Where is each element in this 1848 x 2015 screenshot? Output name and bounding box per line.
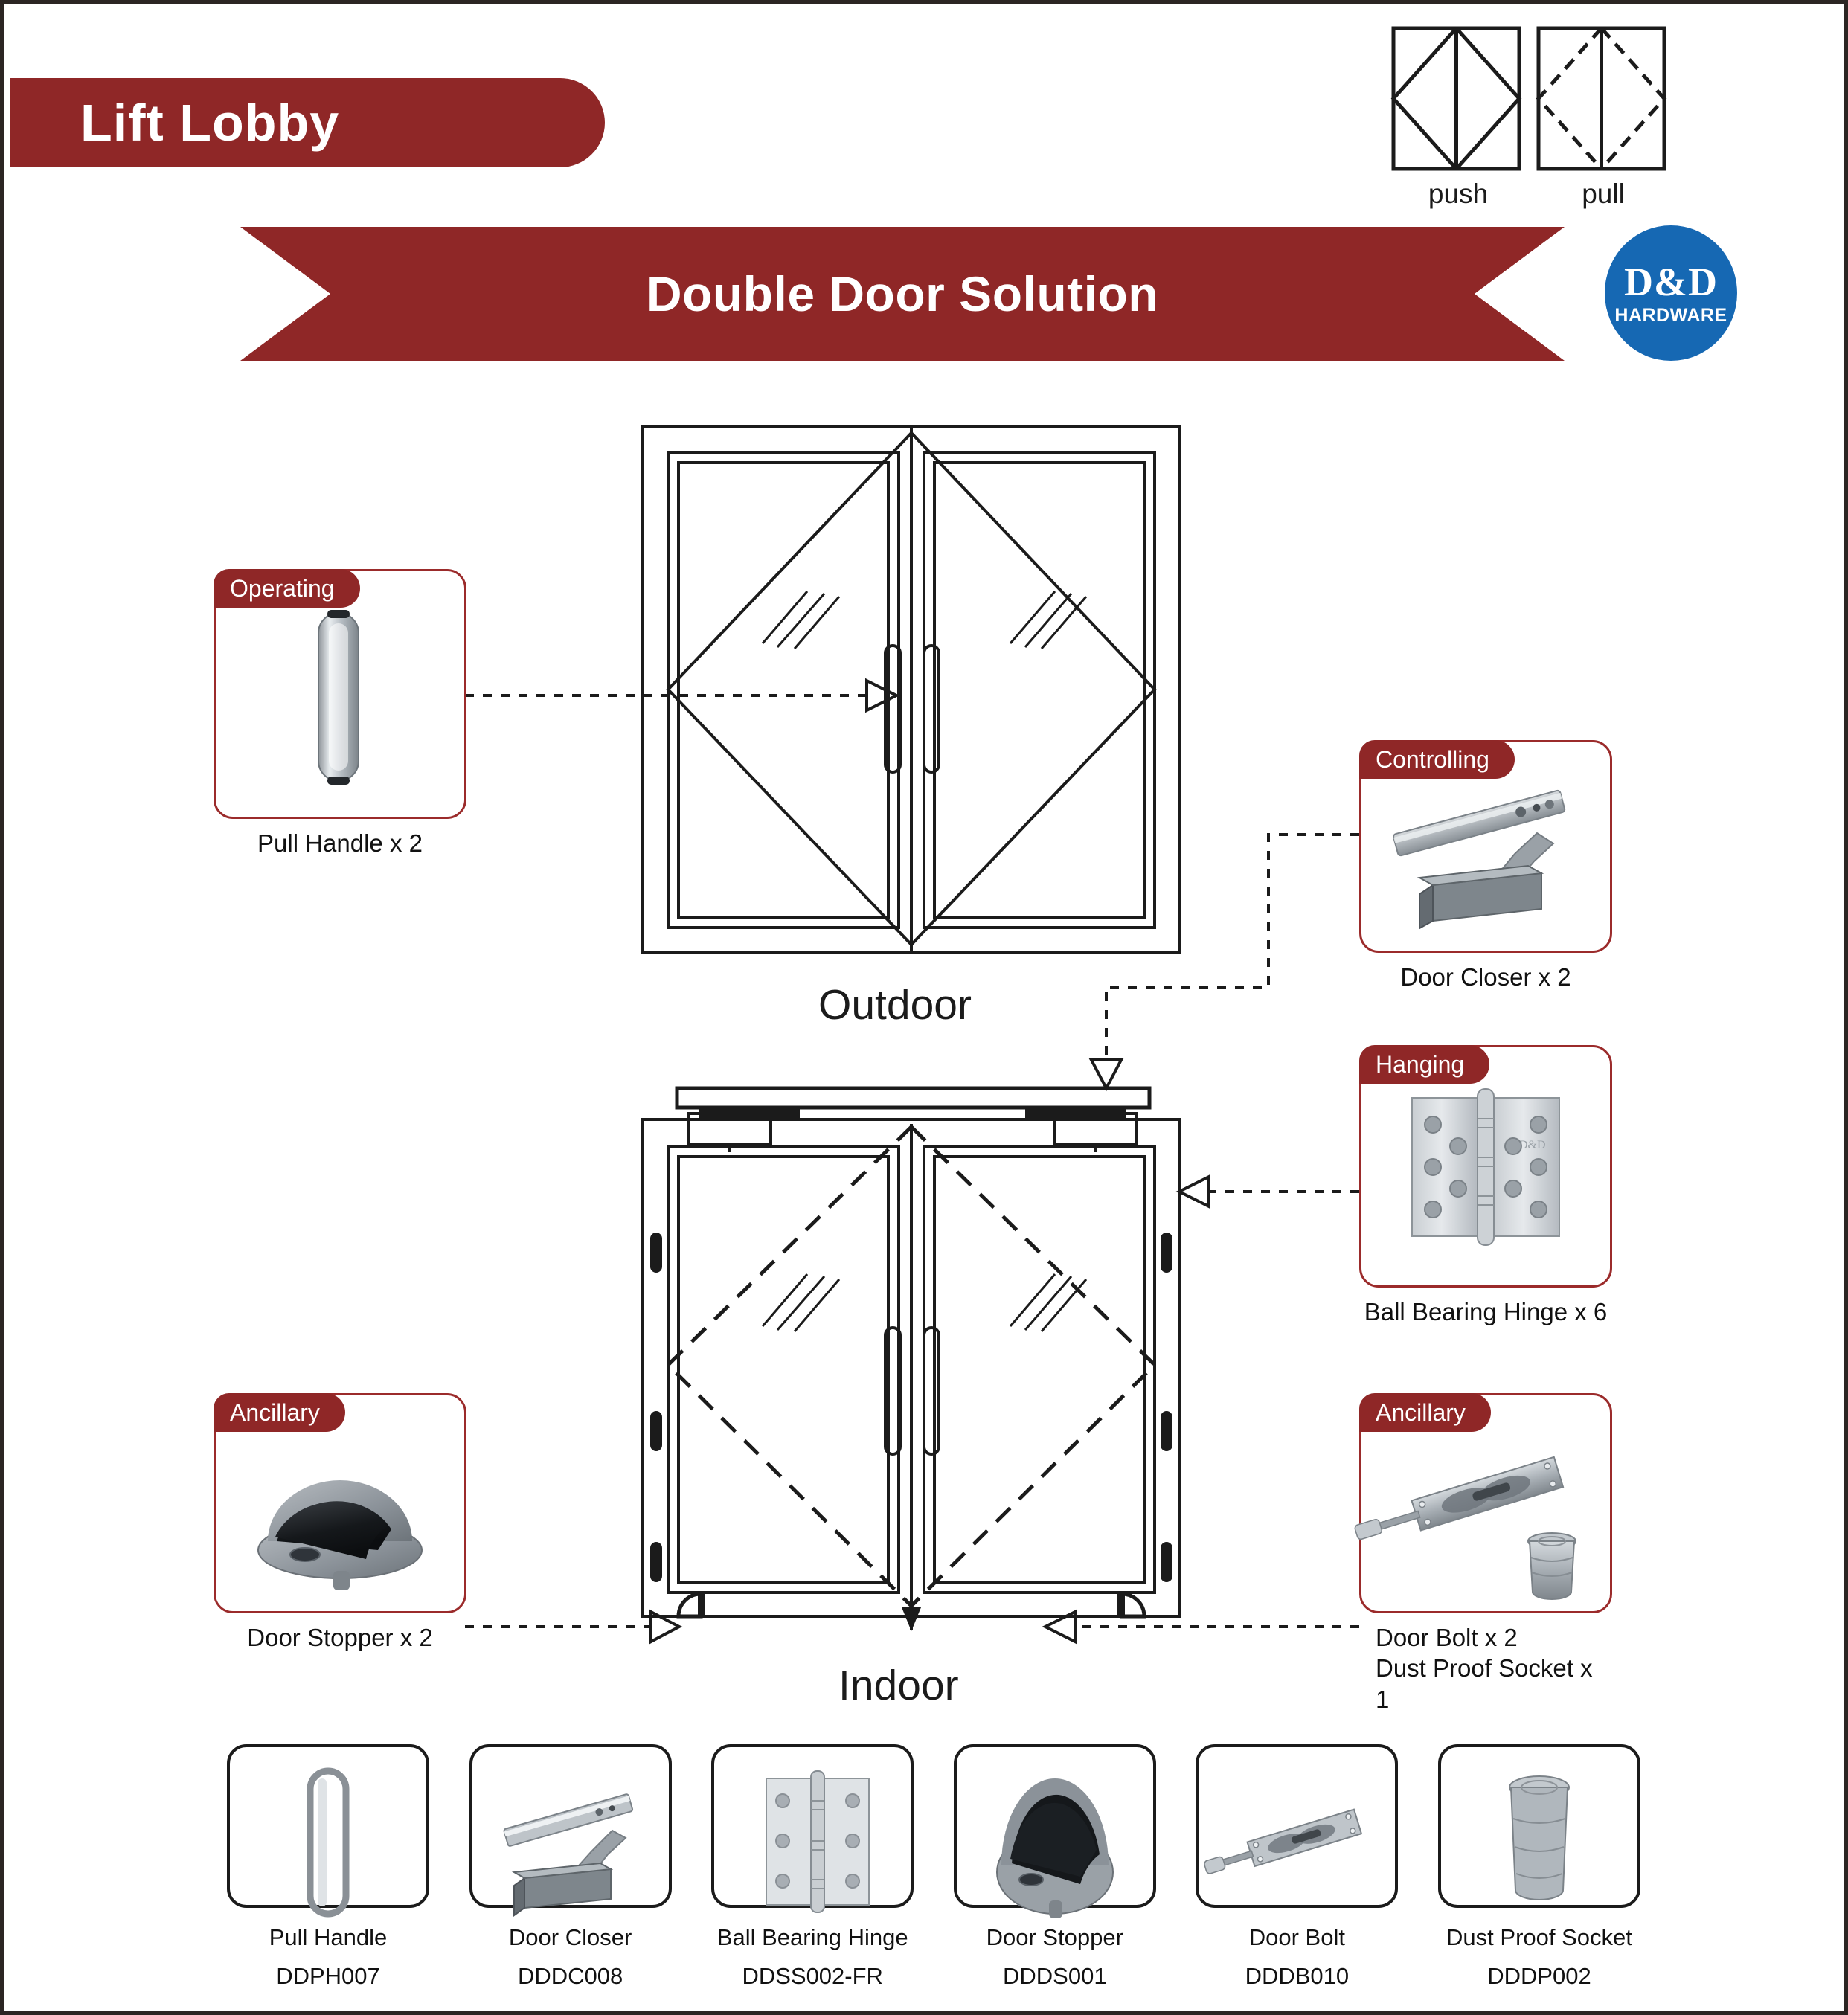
callout-caption-ancillary-stopper: Door Stopper x 2 xyxy=(247,1624,433,1651)
room-title-banner: Lift Lobby xyxy=(10,78,605,167)
outdoor-view-label: Outdoor xyxy=(818,981,972,1029)
brand-name: D&D xyxy=(1624,259,1718,304)
hinge-mark xyxy=(1161,1233,1172,1582)
product-card-pull-handle[interactable]: Pull Handle DDPH007 xyxy=(227,1744,429,1990)
outdoor-door-diagram xyxy=(640,424,1183,956)
dust-proof-socket-icon xyxy=(1441,1747,1637,1905)
door-bolt-icon xyxy=(1354,1395,1610,1611)
brand-logo: D&D HARDWARE xyxy=(1605,225,1737,361)
door-closer-icon xyxy=(1361,742,1610,951)
pull-symbol-icon xyxy=(1536,26,1667,171)
callout-caption-controlling: Door Closer x 2 xyxy=(1400,963,1571,991)
hinge-mark xyxy=(650,1233,662,1582)
product-card-dust-proof-socket[interactable]: Dust Proof Socket DDDP002 xyxy=(1437,1744,1640,1990)
product-name: Ball Bearing Hinge xyxy=(716,1924,908,1950)
callout-hanging[interactable]: Hanging xyxy=(1359,1045,1612,1327)
brand-subtitle: HARDWARE xyxy=(1614,304,1727,326)
callout-caption-hanging: Ball Bearing Hinge x 6 xyxy=(1364,1298,1608,1325)
product-code: DDDP002 xyxy=(1487,1963,1591,1989)
legend-pull: pull xyxy=(1536,26,1670,210)
ball-bearing-hinge-icon: D&D xyxy=(1361,1047,1610,1285)
product-code: DDDB010 xyxy=(1245,1963,1350,1989)
door-closer-icon xyxy=(472,1747,669,1917)
callout-operating[interactable]: Operating Pull Handle x 2 xyxy=(214,569,466,858)
callout-caption-operating: Pull Handle x 2 xyxy=(257,829,423,857)
legend-push-label: push xyxy=(1428,179,1489,209)
callout-tab-ancillary-bolt: Ancillary xyxy=(1359,1393,1491,1432)
callout-controlling[interactable]: Controlling xyxy=(1359,740,1612,992)
pull-handle-icon xyxy=(230,1747,426,1918)
solution-banner-text: Double Door Solution xyxy=(646,266,1159,321)
pull-handle-icon xyxy=(216,571,464,817)
product-card-door-stopper[interactable]: Door Stopper DDDS001 xyxy=(953,1744,1156,1990)
push-symbol-icon xyxy=(1390,26,1522,171)
legend-push: push xyxy=(1390,26,1525,210)
room-title-text: Lift Lobby xyxy=(80,94,340,152)
callout-tab-ancillary-stopper: Ancillary xyxy=(214,1393,345,1432)
push-pull-legend: push pull xyxy=(1376,26,1763,212)
product-code: DDPH007 xyxy=(276,1963,380,1989)
legend-pull-label: pull xyxy=(1582,179,1625,209)
ball-bearing-hinge-icon xyxy=(714,1747,911,1913)
door-stopper-icon xyxy=(216,1395,464,1611)
callout-tab-operating: Operating xyxy=(214,569,360,608)
product-name: Pull Handle xyxy=(269,1924,388,1950)
product-strip: Pull Handle DDPH007 xyxy=(227,1744,1640,1990)
door-bolt-icon xyxy=(1199,1747,1395,1905)
callout-ancillary-stopper[interactable]: Ancillary xyxy=(214,1393,466,1653)
solution-banner: Double Door Solution xyxy=(240,227,1565,361)
indoor-view-label: Indoor xyxy=(838,1662,959,1709)
callout-caption-ancillary-bolt: Door Bolt x 2 Dust Proof Socket x 1 xyxy=(1376,1624,1593,1713)
svg-text:D&D: D&D xyxy=(1519,1139,1546,1151)
product-name: Door Stopper xyxy=(986,1924,1123,1950)
product-code: DDDS001 xyxy=(1003,1963,1107,1989)
product-name: Door Closer xyxy=(508,1924,632,1950)
product-code: DDDC008 xyxy=(517,1963,623,1989)
product-code: DDSS002-FR xyxy=(742,1963,883,1989)
callout-tab-controlling: Controlling xyxy=(1359,740,1515,779)
callout-tab-hanging: Hanging xyxy=(1359,1045,1490,1084)
product-name: Door Bolt xyxy=(1248,1924,1345,1950)
indoor-door-diagram xyxy=(640,1075,1183,1640)
product-card-door-closer[interactable]: Door Closer DDDC008 xyxy=(469,1744,672,1990)
door-stopper-icon xyxy=(957,1747,1153,1918)
product-card-ball-bearing-hinge[interactable]: Ball Bearing Hinge DDSS002-FR xyxy=(711,1744,914,1990)
callout-ancillary-bolt[interactable]: Ancillary xyxy=(1354,1393,1612,1714)
product-card-door-bolt[interactable]: Door Bolt DDDB010 xyxy=(1196,1744,1399,1990)
product-name: Dust Proof Socket xyxy=(1446,1924,1632,1950)
